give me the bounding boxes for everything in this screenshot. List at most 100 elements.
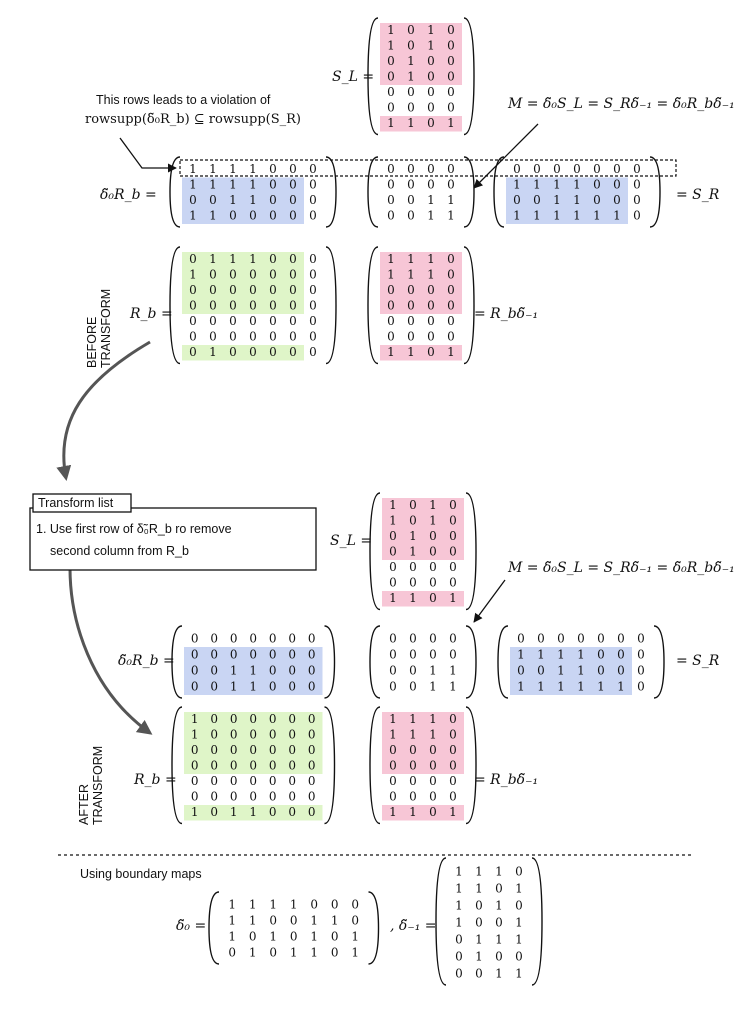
matrix-cell: 0 bbox=[269, 946, 277, 960]
matrix-cell: 1 bbox=[407, 252, 415, 266]
matrix-cell: 0 bbox=[389, 560, 397, 574]
matrix-cell: 0 bbox=[269, 648, 277, 662]
matrix-cell: 0 bbox=[389, 529, 397, 543]
matrix-cell: 0 bbox=[495, 950, 503, 964]
matrix-cell: 0 bbox=[308, 743, 316, 757]
matrix-cell: 0 bbox=[513, 193, 521, 207]
matrix-cell: 1 bbox=[387, 252, 395, 266]
matrix-cell: 0 bbox=[449, 514, 457, 528]
matrix-cell: 0 bbox=[407, 162, 415, 176]
matrix-cell: 0 bbox=[289, 268, 297, 282]
matrix-cell: 0 bbox=[308, 712, 316, 726]
left-paren bbox=[169, 156, 181, 228]
matrix-cell: 1 bbox=[269, 898, 277, 912]
matrix-cell: 1 bbox=[269, 930, 277, 944]
left-paren bbox=[435, 857, 447, 986]
matrix-cell: 0 bbox=[389, 759, 397, 773]
matrix-cell: 0 bbox=[449, 498, 457, 512]
matrix-cell: 0 bbox=[407, 85, 415, 99]
matrix-cell: 0 bbox=[429, 591, 437, 605]
matrix-cell: 1 bbox=[429, 680, 437, 694]
matrix-cell: 0 bbox=[475, 916, 483, 930]
matrix-cell: 1 bbox=[249, 805, 257, 819]
matrix-cell: 0 bbox=[429, 805, 437, 819]
matrix-cell: 0 bbox=[409, 790, 417, 804]
matrix-cell: 0 bbox=[387, 209, 395, 223]
right-paren bbox=[324, 625, 336, 699]
after-transform-label: AFTER TRANSFORM bbox=[77, 746, 105, 825]
matrix-cell: 0 bbox=[249, 712, 257, 726]
annotation-arrow bbox=[119, 137, 177, 173]
matrix-cell: 0 bbox=[427, 162, 435, 176]
matrix-cell: 0 bbox=[427, 116, 435, 130]
matrix-cell: 0 bbox=[269, 712, 277, 726]
matrix-cell: 1 bbox=[553, 193, 561, 207]
matrix-cell: 1 bbox=[407, 345, 415, 359]
transform-item-line1: 1. Use first row of δ̃₀R_b ro remove bbox=[36, 522, 232, 536]
matrix-cell: 0 bbox=[269, 209, 277, 223]
matrix-cell: 0 bbox=[308, 805, 316, 819]
matrix-cell: 0 bbox=[449, 759, 457, 773]
matrix-cell: 1 bbox=[409, 529, 417, 543]
matrix-cell: 0 bbox=[230, 774, 238, 788]
matrix-cell: 0 bbox=[429, 632, 437, 646]
matrix-cell: 1 bbox=[495, 865, 503, 879]
matrix-cell: 1 bbox=[389, 498, 397, 512]
matrix-cell: 0 bbox=[269, 345, 277, 359]
matrix-cell: 0 bbox=[407, 314, 415, 328]
matrix-cell: 1 bbox=[449, 664, 457, 678]
matrix-cell: 0 bbox=[449, 632, 457, 646]
matrix-cell: 0 bbox=[230, 790, 238, 804]
matrix-cell: 0 bbox=[495, 916, 503, 930]
highlight-green-before_Rb-1 bbox=[182, 345, 304, 361]
matrix-cell: 1 bbox=[455, 916, 463, 930]
matrix-cell: 0 bbox=[230, 759, 238, 773]
matrix-cell: 0 bbox=[515, 899, 523, 913]
matrix-cell: 1 bbox=[189, 178, 197, 192]
matrix-cell: 0 bbox=[387, 283, 395, 297]
matrix-cell: 1 bbox=[553, 178, 561, 192]
matrix-cell: 0 bbox=[189, 283, 197, 297]
highlight-pink-before_SL-1 bbox=[380, 116, 462, 132]
matrix-cell: 1 bbox=[249, 946, 257, 960]
matrix-cell: 0 bbox=[249, 283, 257, 297]
matrix-cell: 0 bbox=[351, 914, 359, 928]
matrix-cell: 1 bbox=[455, 882, 463, 896]
matrix-cell: 1 bbox=[613, 209, 621, 223]
matrix-cell: 0 bbox=[269, 178, 277, 192]
left-paren bbox=[369, 706, 381, 825]
matrix-cell: 0 bbox=[308, 790, 316, 804]
matrix-cell: 1 bbox=[429, 514, 437, 528]
matrix-cell: 1 bbox=[617, 680, 625, 694]
matrix-cell: 0 bbox=[387, 162, 395, 176]
matrix-cell: 1 bbox=[455, 899, 463, 913]
matrix-cell: 0 bbox=[409, 774, 417, 788]
matrix-cell: 0 bbox=[427, 101, 435, 115]
matrix-cell: 0 bbox=[447, 283, 455, 297]
matrix-cell: 1 bbox=[387, 345, 395, 359]
matrix-cell: 1 bbox=[475, 865, 483, 879]
highlight-pink-before_SL-0 bbox=[380, 23, 462, 85]
highlight-green-after_Rb-1 bbox=[184, 805, 323, 821]
label-M-after: M = δ̃₀S_L = S_Rδ̃₋₁ = δ̃₀R_bδ̃₋₁ bbox=[507, 560, 735, 576]
matrix-cell: 0 bbox=[553, 162, 561, 176]
right-paren bbox=[463, 156, 475, 228]
matrix-cell: 0 bbox=[210, 759, 218, 773]
matrix-cell: 0 bbox=[387, 70, 395, 84]
matrix-cell: 1 bbox=[209, 162, 217, 176]
matrix-cell: 1 bbox=[495, 933, 503, 947]
matrix-cell: 0 bbox=[633, 209, 641, 223]
label-d0Rb-before: δ̃₀R_b = bbox=[100, 187, 157, 203]
matrix-cell: 0 bbox=[409, 680, 417, 694]
matrix-cell: 1 bbox=[557, 664, 565, 678]
transform-arrow-in bbox=[56, 340, 151, 481]
matrix-cell: 0 bbox=[617, 664, 625, 678]
matrix-cell: 1 bbox=[249, 162, 257, 176]
label-M-before: M = δ̃₀S_L = S_Rδ̃₋₁ = δ̃₀R_bδ̃₋₁ bbox=[507, 96, 735, 112]
matrix-cell: 0 bbox=[288, 664, 296, 678]
matrix-cell: 0 bbox=[191, 743, 199, 757]
matrix-cell: 0 bbox=[387, 178, 395, 192]
matrix-cell: 1 bbox=[447, 209, 455, 223]
